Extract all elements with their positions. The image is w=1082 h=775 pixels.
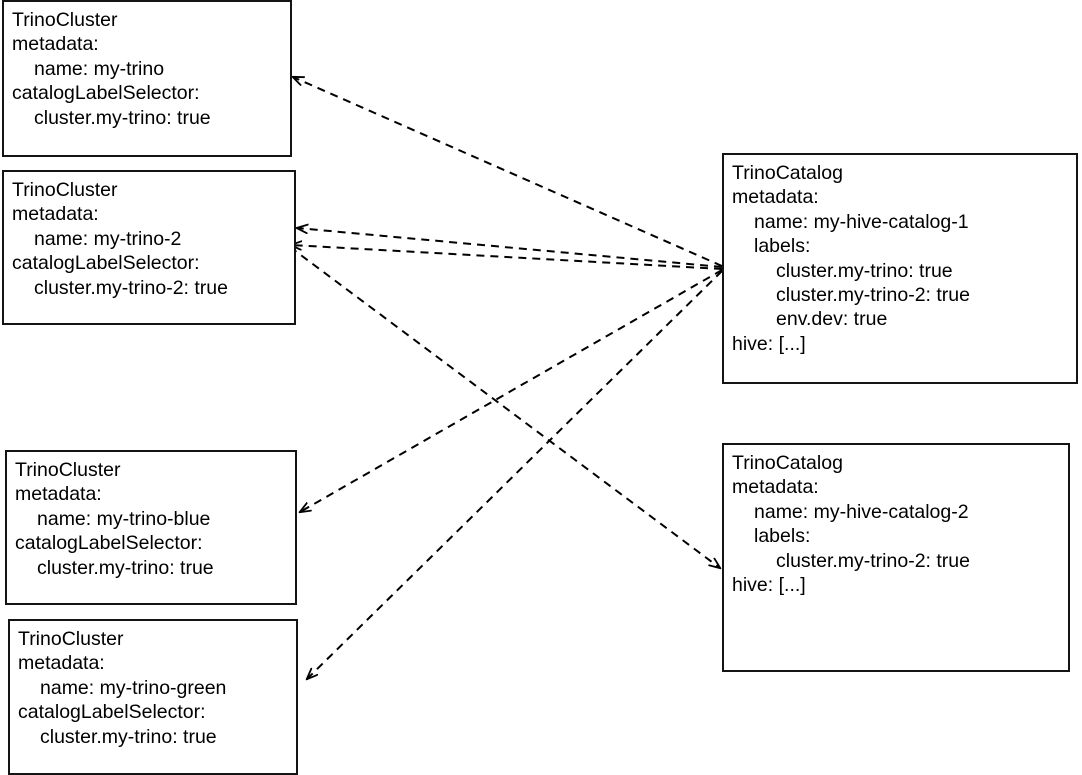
node-line: name: my-hive-catalog-1: [754, 210, 969, 233]
node-line: name: my-hive-catalog-2: [754, 500, 969, 523]
node-line: cluster.my-trino-2: true: [34, 276, 228, 299]
node-line: metadata:: [12, 203, 99, 226]
node-kind-label: TrinoCluster: [12, 9, 118, 31]
node-line: name: my-trino: [34, 57, 165, 80]
node-line: name: my-trino-blue: [37, 507, 211, 530]
node-line: hive: [...]: [732, 332, 806, 355]
edge-catalog1-to-my-trino-blue: [300, 269, 723, 512]
node-line: catalogLabelSelector:: [12, 82, 200, 105]
node-line: cluster.my-trino: true: [37, 556, 214, 579]
node-kind-label: TrinoCluster: [18, 628, 124, 650]
node-kind-label: TrinoCluster: [15, 459, 121, 481]
node-line: cluster.my-trino: true: [776, 259, 953, 282]
edge-catalog1-to-my-trino-2-b: [291, 245, 723, 270]
node-line: cluster.my-trino: true: [34, 106, 211, 129]
edge-catalog1-to-my-trino-2-a: [297, 228, 723, 268]
edge-catalog1-to-my-trino-green: [307, 270, 723, 679]
edge-catalog1-to-my-trino: [293, 77, 723, 267]
node-line: name: my-trino-green: [40, 676, 227, 699]
node-line: labels:: [754, 525, 811, 548]
node-line: metadata:: [732, 476, 819, 499]
node-line: catalogLabelSelector:: [12, 252, 200, 275]
node-kind-label: TrinoCluster: [12, 179, 118, 201]
node-line: catalogLabelSelector:: [18, 701, 206, 724]
edge-group: [289, 77, 723, 679]
node-line: metadata:: [732, 186, 819, 209]
node-line: name: my-trino-2: [34, 227, 182, 250]
node-kind-label: TrinoCatalog: [732, 162, 843, 184]
node-line: metadata:: [18, 652, 105, 675]
node-line: cluster.my-trino-2: true: [776, 284, 970, 307]
node-line: metadata:: [15, 483, 102, 506]
node-line: cluster.my-trino: true: [40, 725, 217, 748]
node-line: labels:: [754, 235, 811, 258]
node-line: env.dev: true: [776, 308, 888, 331]
node-line: cluster.my-trino-2: true: [776, 549, 970, 572]
node-line: hive: [...]: [732, 574, 806, 597]
node-kind-label: TrinoCatalog: [732, 452, 843, 474]
node-line: catalogLabelSelector:: [15, 532, 203, 555]
node-line: metadata:: [12, 33, 99, 56]
edge-my-trino-2-to-catalog2: [289, 246, 720, 568]
